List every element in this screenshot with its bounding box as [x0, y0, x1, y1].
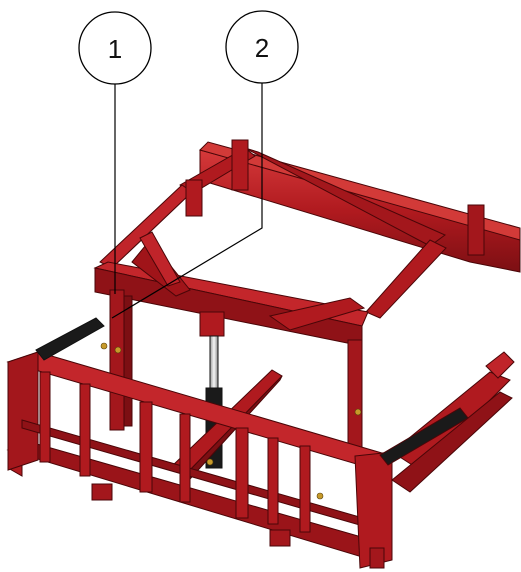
right-arm: [379, 351, 515, 493]
right-cylinder: [379, 407, 469, 466]
callout-circle-2: [225, 10, 299, 84]
cylinder-mount-top: [199, 311, 225, 337]
callout-leaders: [111, 83, 263, 319]
left-cylinder: [35, 317, 105, 361]
callout-2: 2: [225, 10, 299, 84]
callout-label-2: 2: [255, 33, 269, 63]
callout-circle-1: [78, 11, 152, 85]
upper-frame: [93, 139, 485, 347]
bolt-icon: [100, 342, 362, 500]
callout-label-1: 1: [108, 34, 122, 64]
lower-cage: [6, 351, 394, 569]
leader-line-2: [111, 83, 263, 319]
callout-1: 1: [78, 11, 152, 85]
